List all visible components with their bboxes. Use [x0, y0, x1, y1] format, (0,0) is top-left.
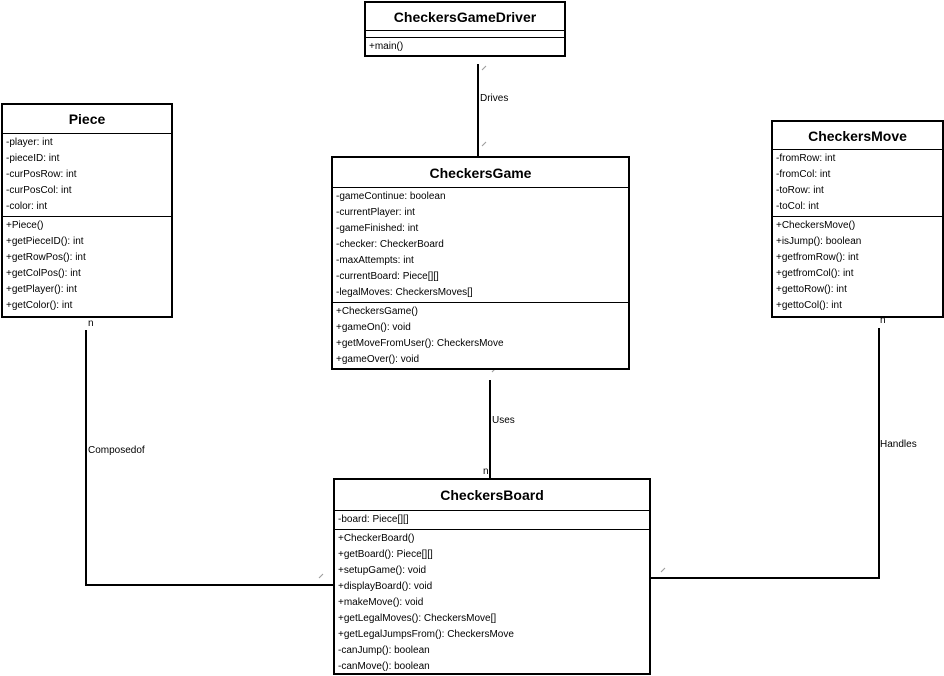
operations-section: +CheckersMove() +isJump(): boolean +getf…	[773, 217, 942, 315]
operation-item: +CheckersGame()	[336, 306, 418, 317]
attributes-section	[366, 31, 564, 38]
attribute-item: -toRow: int	[776, 185, 824, 196]
operations-section: +CheckersGame() +gameOn(): void +getMove…	[333, 303, 628, 369]
operation-item: +setupGame(): void	[338, 565, 427, 576]
tick-mark	[318, 573, 324, 579]
attribute-item: -curPosRow: int	[6, 169, 77, 180]
class-title: Piece	[3, 105, 171, 134]
multiplicity-move: n	[880, 315, 886, 326]
attribute-item: -color: int	[6, 201, 48, 212]
attributes-section: -board: Piece[][]	[335, 511, 649, 530]
operation-item: +getLegalJumpsFrom(): CheckersMove	[338, 629, 514, 640]
attribute-item: -toCol: int	[776, 201, 819, 212]
operation-item: +getRowPos(): int	[6, 252, 86, 263]
operation-item: +getPlayer(): int	[6, 284, 77, 295]
attributes-section: -fromRow: int -fromCol: int -toRow: int …	[773, 150, 942, 217]
handles-connector	[651, 328, 880, 579]
operation-item: +getLegalMoves(): CheckersMove[]	[338, 613, 497, 624]
composedof-label: Composedof	[88, 445, 145, 456]
class-title: CheckersBoard	[335, 480, 649, 511]
operation-item: +getColor(): int	[6, 300, 73, 311]
multiplicity-piece: n	[88, 318, 94, 329]
attribute-item: -checker: CheckerBoard	[336, 239, 444, 250]
composedof-connector	[85, 330, 333, 586]
uses-label: Uses	[492, 415, 515, 426]
class-title: CheckersGameDriver	[366, 3, 564, 31]
attribute-item: -pieceID: int	[6, 153, 60, 164]
attribute-item: -fromRow: int	[776, 153, 836, 164]
attribute-item: -currentBoard: Piece[][]	[336, 271, 439, 282]
attribute-item: -maxAttempts: int	[336, 255, 414, 266]
attribute-item: -gameContinue: boolean	[336, 191, 446, 202]
attribute-item: -currentPlayer: int	[336, 207, 415, 218]
multiplicity-board: n	[483, 466, 489, 477]
attributes-section: -player: int -pieceID: int -curPosRow: i…	[3, 134, 171, 217]
class-checkersboard[interactable]: CheckersBoard -board: Piece[][] +Checker…	[333, 478, 651, 675]
operation-item: +getfromCol(): int	[776, 268, 854, 279]
class-checkersgame[interactable]: CheckersGame -gameContinue: boolean -cur…	[331, 156, 630, 370]
class-title: CheckersMove	[773, 122, 942, 150]
operations-section: +Piece() +getPieceID(): int +getRowPos()…	[3, 217, 171, 315]
operation-item: +isJump(): boolean	[776, 236, 862, 247]
operation-item: +Piece()	[6, 220, 44, 231]
operation-item: -canMove(): boolean	[338, 661, 430, 672]
operation-item: +makeMove(): void	[338, 597, 424, 608]
operation-item: +gettoCol(): int	[776, 300, 842, 311]
operation-item: +getPieceID(): int	[6, 236, 84, 247]
class-checkersgamedriver[interactable]: CheckersGameDriver +main()	[364, 1, 566, 57]
attribute-item: -fromCol: int	[776, 169, 831, 180]
operation-item: +getfromRow(): int	[776, 252, 859, 263]
attribute-item: -curPosCol: int	[6, 185, 72, 196]
tick-mark	[481, 65, 487, 71]
operation-item: +getBoard(): Piece[][]	[338, 549, 433, 560]
operations-section: +CheckerBoard() +getBoard(): Piece[][] +…	[335, 530, 649, 676]
operations-section: +main()	[366, 38, 564, 56]
attribute-item: -board: Piece[][]	[338, 514, 409, 525]
operation-item: +gettoRow(): int	[776, 284, 847, 295]
operation-item: +CheckersMove()	[776, 220, 856, 231]
operation-item: +getColPos(): int	[6, 268, 81, 279]
attribute-item: -legalMoves: CheckersMoves[]	[336, 287, 473, 298]
attribute-item: -player: int	[6, 137, 53, 148]
operation-item: +gameOver(): void	[336, 354, 420, 365]
operation-item: +getMoveFromUser(): CheckersMove	[336, 338, 504, 349]
operation-item: +gameOn(): void	[336, 322, 411, 333]
attribute-item: -gameFinished: int	[336, 223, 419, 234]
class-piece[interactable]: Piece -player: int -pieceID: int -curPos…	[1, 103, 173, 318]
operation-item: -canJump(): boolean	[338, 645, 430, 656]
operation-item: +main()	[369, 41, 404, 52]
class-title: CheckersGame	[333, 158, 628, 188]
operation-item: +CheckerBoard()	[338, 533, 415, 544]
operation-item: +displayBoard(): void	[338, 581, 433, 592]
attributes-section: -gameContinue: boolean -currentPlayer: i…	[333, 188, 628, 303]
tick-mark	[481, 141, 487, 147]
class-checkersmove[interactable]: CheckersMove -fromRow: int -fromCol: int…	[771, 120, 944, 318]
handles-label: Handles	[880, 439, 917, 450]
drives-label: Drives	[480, 93, 509, 104]
tick-mark	[660, 567, 666, 573]
